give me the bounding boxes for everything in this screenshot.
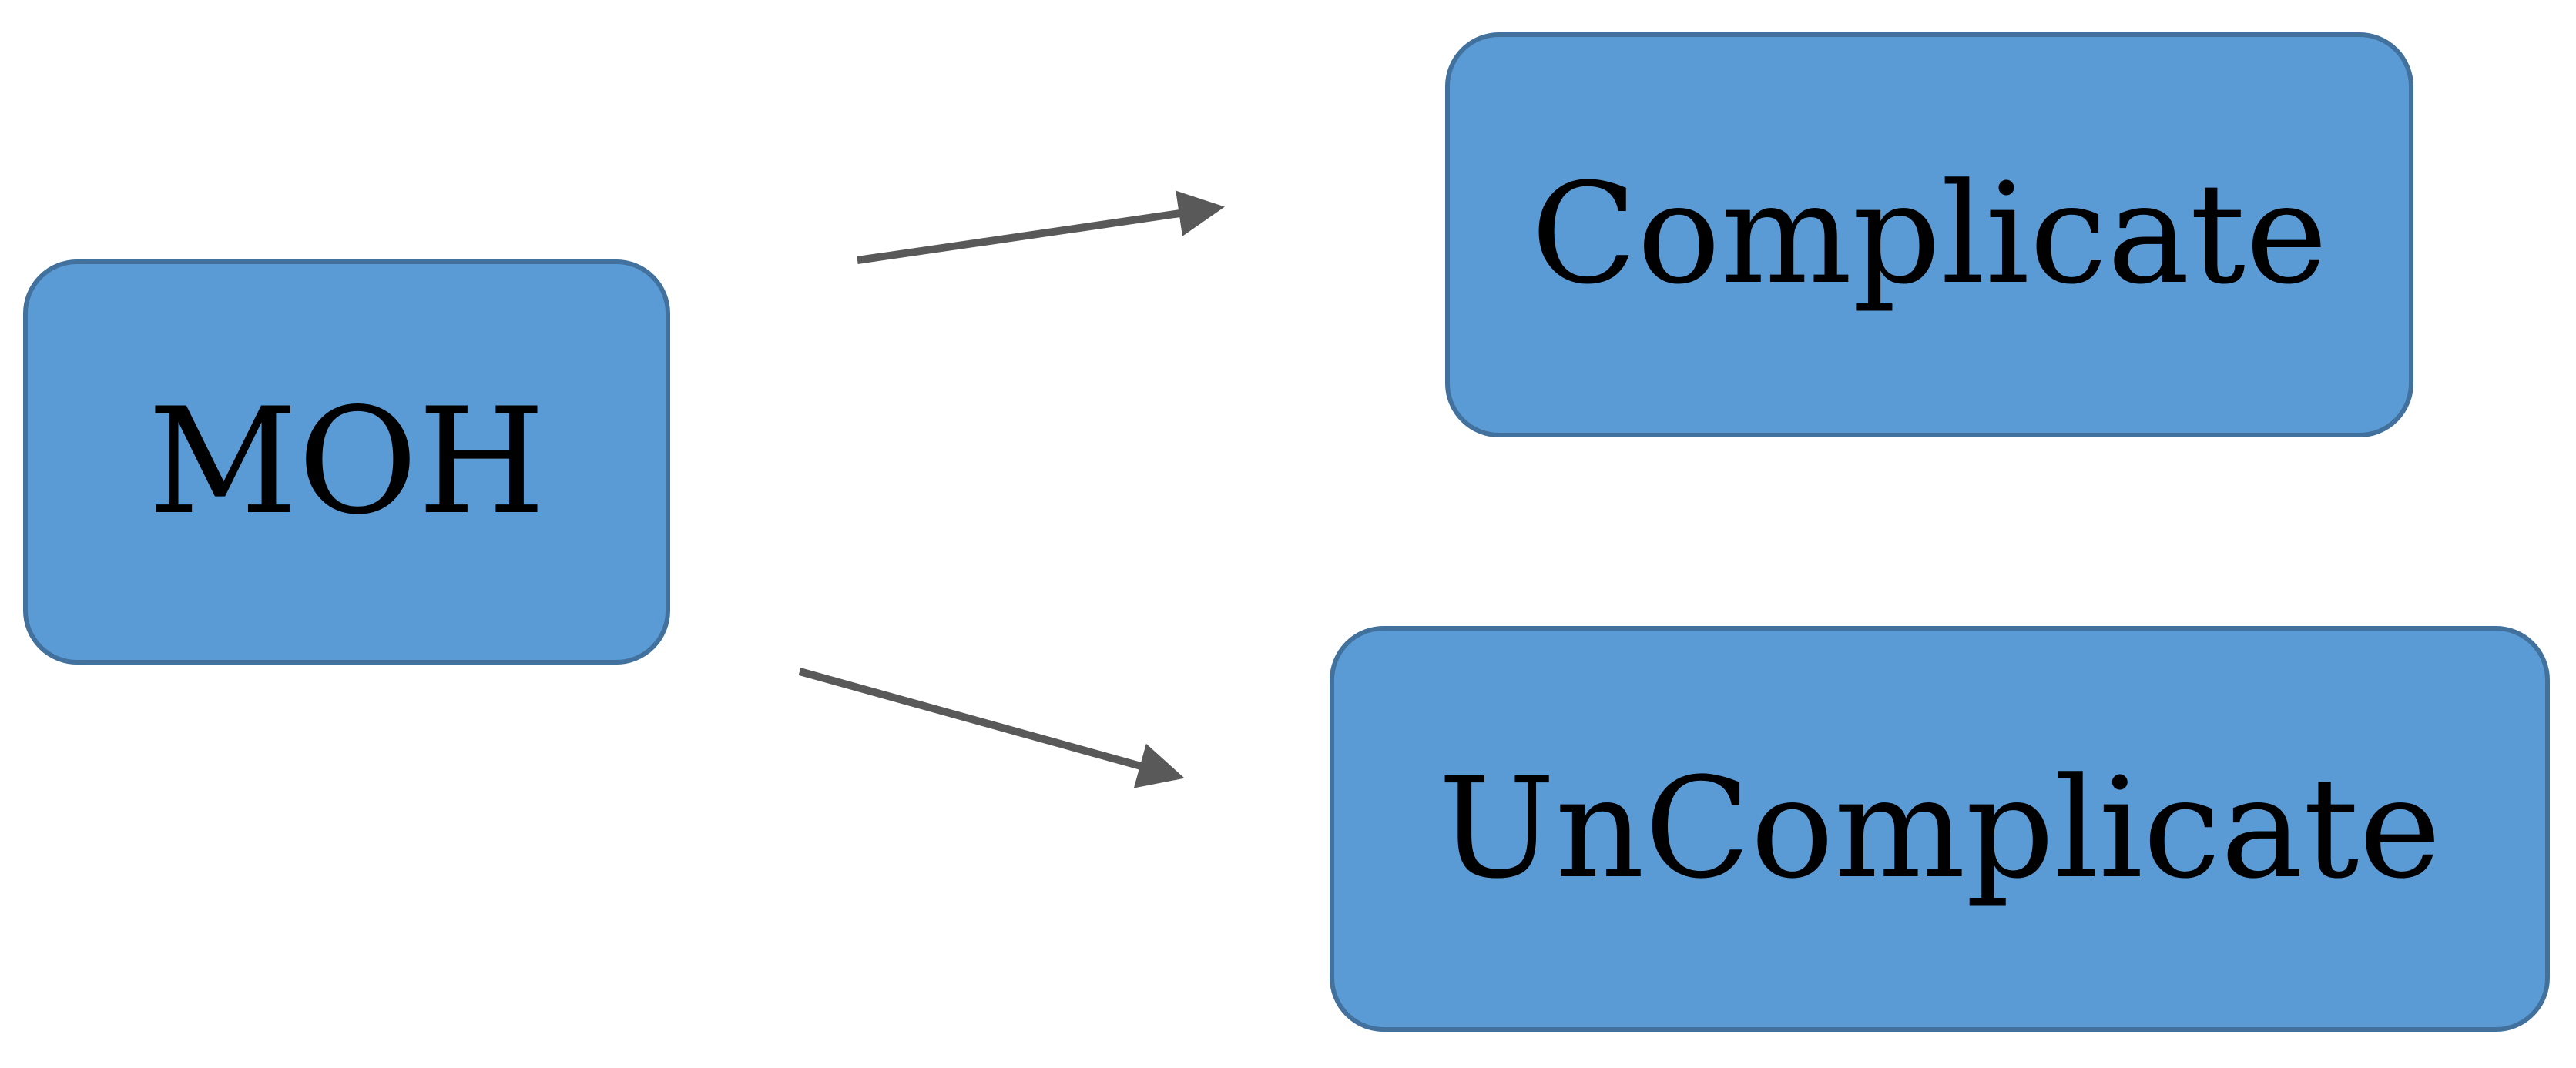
- node-complicate: Complicate: [1445, 32, 2413, 437]
- edge-moh-to-uncomplicate: [798, 668, 1185, 788]
- edge-moh-to-complicate: [857, 190, 1225, 264]
- node-complicate-label: Complicate: [1531, 154, 2328, 315]
- node-uncomplicate-label: UnComplicate: [1438, 748, 2441, 909]
- node-moh: MOH: [23, 259, 670, 665]
- node-moh-label: MOH: [147, 377, 545, 547]
- node-uncomplicate: UnComplicate: [1330, 626, 2550, 1032]
